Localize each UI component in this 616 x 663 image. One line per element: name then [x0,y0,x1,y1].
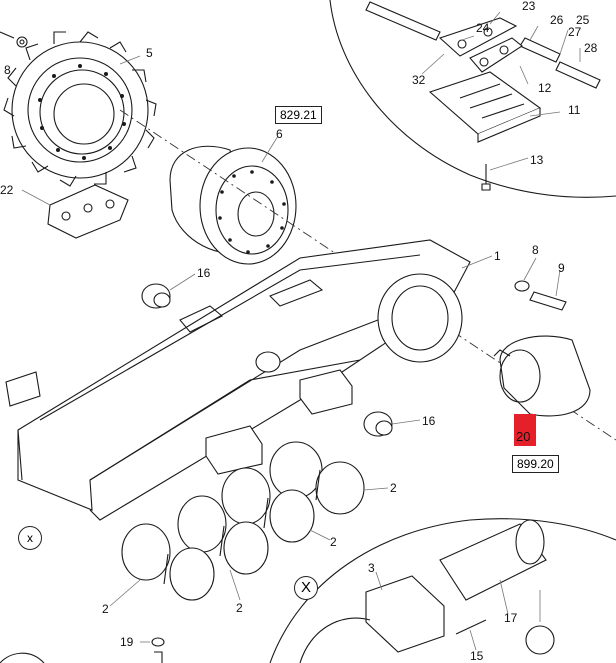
track-shoe [428,71,542,143]
sprocket-wheel [3,31,157,187]
link-plates [438,17,523,73]
callout-25: 25 [576,13,590,27]
callout-9: 9 [558,261,565,275]
detail-circle-bottom [269,518,616,663]
callout-19: 19 [120,635,134,649]
callout-13: 13 [530,153,544,167]
callout-2: 2 [330,535,337,549]
detail-circle-top [329,0,616,198]
callout-22: 22 [0,183,14,197]
callout-2: 2 [236,601,243,615]
callout-27: 27 [568,25,582,39]
bolt-part [0,637,165,663]
callout-2: 2 [102,602,109,616]
callout-12: 12 [538,81,552,95]
callout-8: 8 [4,63,11,77]
track-frame [17,239,471,521]
callout-23: 23 [522,0,536,13]
idler-cylinder [299,519,555,663]
callout-24: 24 [476,21,490,35]
callout-16: 16 [422,414,436,428]
callout-15: 15 [470,649,484,663]
wear-blocks [5,369,353,475]
bolt-part [481,164,491,191]
bolt-part [514,280,567,311]
callout-5: 5 [146,46,153,60]
callout-6: 6 [276,127,283,141]
highlighted-part-20[interactable]: 20 [514,414,536,446]
reference-box-upper: 829.21 [275,106,322,124]
reference-box-lower: 899.20 [512,455,559,473]
track-pins [365,1,601,89]
drive-hub [169,145,297,265]
callout-1: 1 [494,249,501,263]
bolt-part [0,31,28,48]
track-link [47,184,129,239]
detail-marker-small: x [18,526,42,550]
callout-28: 28 [584,41,598,55]
detail-marker-large: X [294,576,318,600]
callout-32: 32 [412,73,426,87]
callout-17: 17 [504,611,518,625]
callout-26: 26 [550,13,564,27]
callout-11: 11 [568,103,581,117]
callout-2: 2 [390,481,397,495]
callout-8: 8 [532,243,539,257]
callout-16: 16 [197,266,211,280]
travel-motor [493,335,591,417]
leader-lines [21,11,581,651]
bushing [141,283,393,437]
callout-3: 3 [368,561,375,575]
track-rollers [121,441,365,601]
